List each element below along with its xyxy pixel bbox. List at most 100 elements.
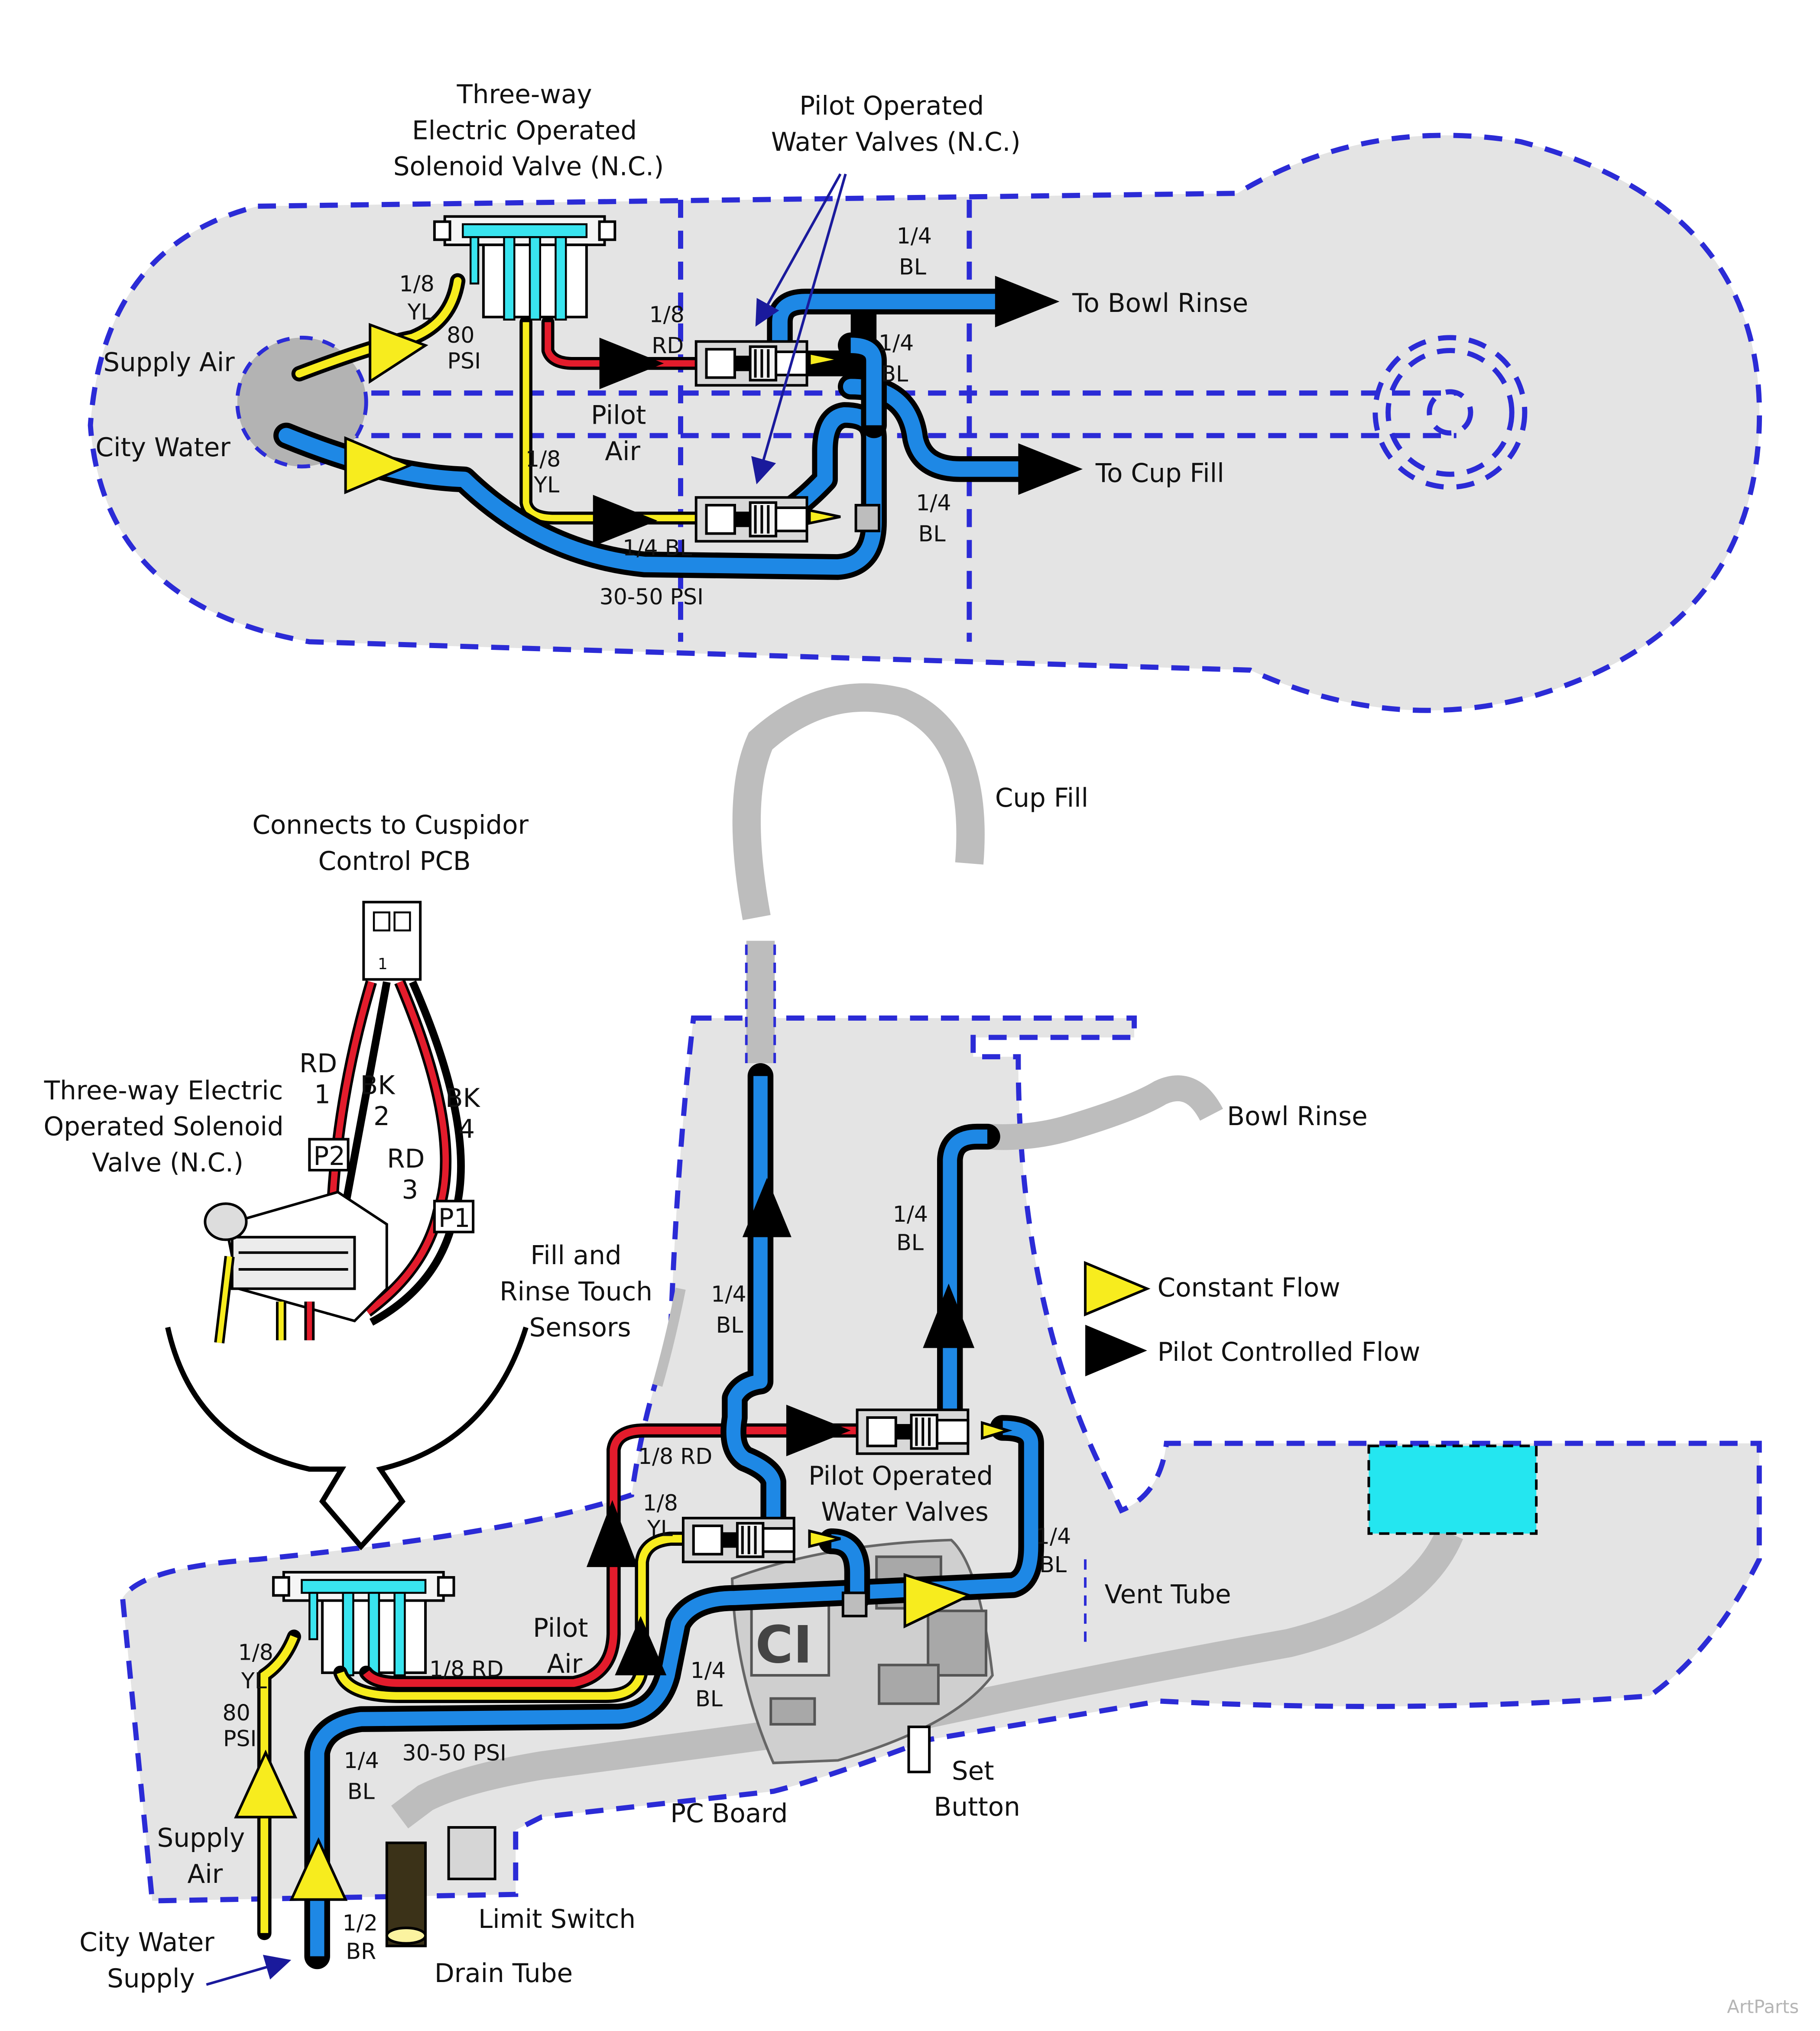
bottom-pilot-valve-cup — [683, 1518, 794, 1562]
top-air-pressure-label: 80 PSI — [447, 322, 481, 373]
drain-size-label: 1/2 BR — [343, 1910, 385, 1964]
bottom-constant-flow-arrow-valve2 — [981, 1421, 1012, 1440]
bottom-side-view: CI — [43, 683, 1762, 1994]
rd-label-bottom: 1/8 RD — [429, 1656, 503, 1682]
top-pilot-valve-cup — [696, 497, 807, 541]
bottom-air-pressure-label: 80 PSI — [222, 1700, 257, 1751]
top-pilot-arrow-bowl — [995, 276, 1060, 328]
bottom-pilot-valves-title: Pilot Operated Water Valves — [808, 1461, 1001, 1527]
bottom-constant-flow-arrow-board — [903, 1573, 973, 1629]
bottom-pilot-arrow-rd — [586, 1500, 638, 1567]
pcb-connector — [362, 901, 422, 981]
bottom-pilot-rd-tube — [363, 1426, 857, 1687]
top-constant-flow-arrow-valve1 — [808, 351, 841, 368]
tag-p2 — [308, 1138, 350, 1171]
tag-p1-label: P1 — [438, 1204, 470, 1233]
top-pilot-arrow-yl — [593, 495, 658, 547]
city-water-supply-leader — [206, 1955, 292, 1986]
set-button-label: Set Button — [934, 1756, 1020, 1822]
top-pilot-rd-tube — [545, 322, 703, 367]
top-pilot-yl-tube — [522, 322, 703, 522]
wire-bk4-label: BK 4 — [445, 1084, 488, 1144]
limit-switch-label: Limit Switch — [478, 1904, 636, 1934]
legend-pilot-flow-icon — [1085, 1324, 1147, 1376]
top-pilot-arrow-cup — [1018, 443, 1083, 495]
top-tee-fitting — [854, 504, 881, 532]
top-air-tube — [295, 277, 462, 378]
callout-arrow — [165, 1327, 529, 1551]
flow-legend: Constant Flow Pilot Controlled Flow — [1084, 1261, 1420, 1376]
top-hub-outer — [1372, 335, 1528, 490]
limit-switch — [447, 1826, 496, 1880]
top-water-pressure-label: 30-50 PSI — [600, 584, 704, 610]
bottom-cup-line-tube — [726, 1076, 781, 1518]
touch-sensors-label: Fill and Rinse Touch Sensors — [500, 1241, 661, 1343]
legend-constant-flow-label: Constant Flow — [1158, 1273, 1340, 1303]
vent-tube-label: Vent Tube — [1105, 1580, 1231, 1609]
top-pilot-valves-title: Pilot Operated Water Valves (N.C.) — [771, 91, 1021, 157]
bottom-pilot-yl-tube — [337, 1535, 690, 1700]
top-bl-right-label: 1/4 BL — [916, 490, 958, 546]
top-leader-valve2 — [751, 173, 847, 484]
bottom-pilot-valve-rinse — [857, 1410, 968, 1453]
top-bowl-rinse-tube — [772, 294, 1003, 350]
top-bl-mid-label: 1/4 BL — [879, 330, 921, 386]
connector-pin-label: 1 — [378, 955, 388, 973]
vent-reservoir — [1367, 1444, 1538, 1535]
bottom-solenoid-title: Three-way Electric Operated Solenoid Val… — [43, 1076, 292, 1178]
cup-fill-spout-outline — [745, 941, 776, 1064]
wire-rd3 — [365, 980, 449, 1315]
top-yl-size-label: 1/8 YL — [526, 446, 568, 497]
bottom-constant-flow-arrow-valve1 — [808, 1529, 841, 1548]
bottom-bl-left-label: 1/4 BL — [344, 1748, 386, 1804]
bottom-supply-air-label: Supply Air — [157, 1823, 253, 1889]
solenoid-3d-body — [204, 1191, 388, 1343]
bottom-bl-right-label: 1/4 BL — [1036, 1524, 1078, 1577]
wire-bk2 — [341, 981, 391, 1206]
bottom-feed-tube — [831, 1534, 864, 1598]
top-pilot-air-label: Pilot Air — [591, 401, 654, 467]
bottom-air-tube — [260, 1635, 298, 1933]
top-supply-junction — [235, 335, 368, 469]
bottom-pilot-arrow-rinse-pilot — [786, 1405, 851, 1457]
top-hub-mid — [1385, 348, 1515, 477]
top-bl-bottom-label: 1/4 BL — [623, 535, 692, 561]
bottom-constant-flow-arrow-water — [289, 1837, 348, 1901]
bottom-pilot-air-label: Pilot Air — [533, 1613, 596, 1679]
top-rd-size-label: 1/8 RD — [649, 302, 691, 358]
bottom-pilot-arrow-rinse — [923, 1283, 975, 1348]
top-bl-top-label: 1/4 BL — [897, 223, 939, 279]
top-air-size-label: 1/8 YL — [399, 271, 441, 324]
tag-p2-label: P2 — [313, 1142, 345, 1171]
top-water-tube — [278, 407, 882, 575]
connects-to-label: Connects to Cuspidor Control PCB — [252, 811, 537, 876]
bowl-rinse-spout — [986, 1075, 1223, 1150]
bowl-rinse-label: Bowl Rinse — [1227, 1102, 1367, 1132]
top-constant-flow-arrow-valve2 — [808, 509, 841, 525]
yl-label: 1/8 YL — [643, 1490, 685, 1541]
bottom-constant-flow-arrow-air — [234, 1749, 298, 1819]
top-constant-flow-arrow-water — [344, 436, 414, 494]
bottom-rinse-line-tube — [943, 1129, 987, 1410]
bottom-pilot-arrow-yl — [615, 1616, 667, 1676]
top-to-cup-fill-label: To Cup Fill — [1095, 459, 1224, 489]
set-button-body — [907, 1726, 931, 1774]
top-pilot-arrow-rd — [599, 337, 664, 389]
credit-label: ArtParts — [1727, 1996, 1799, 2017]
bottom-bl-mid-label: 1/4 BL — [691, 1658, 733, 1711]
bl-cup-line-label: 1/4 BL — [711, 1281, 753, 1337]
top-hub-inner — [1427, 389, 1473, 436]
top-feed-tube — [850, 337, 882, 425]
bl-rinse-line-label: 1/4 BL — [893, 1201, 935, 1255]
pc-board-label: PC Board — [670, 1799, 788, 1829]
tag-p1 — [433, 1200, 475, 1233]
legend-constant-flow-icon — [1084, 1261, 1151, 1317]
bottom-tee-fitting — [841, 1591, 868, 1618]
cup-fill-spout — [732, 683, 985, 1064]
top-supply-air-label: Supply Air — [103, 348, 235, 378]
svg-text:CI: CI — [756, 1615, 813, 1675]
bottom-water-pressure-label: 30-50 PSI — [402, 1740, 506, 1765]
solenoid-detail-callout: 1 P2 P1 — [165, 901, 529, 1551]
top-solenoid-title: Three-way Electric Operated Solenoid Val… — [393, 80, 664, 182]
